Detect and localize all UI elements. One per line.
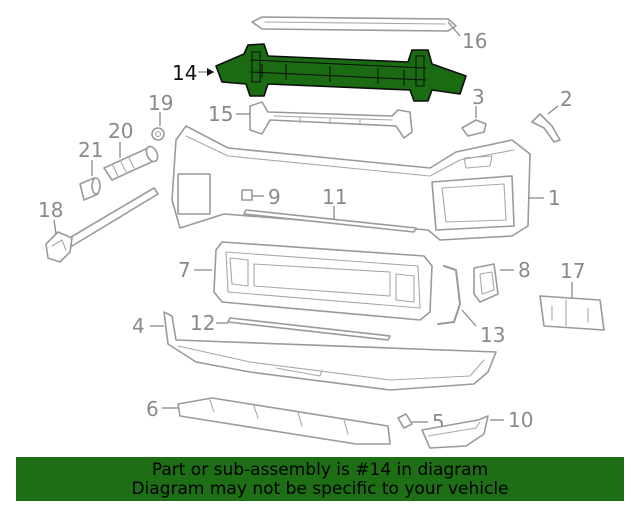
callout-7: 7 bbox=[178, 258, 191, 282]
part-4-lower-bumper bbox=[163, 311, 497, 391]
banner-line-1: Part or sub-assembly is #14 in diagram bbox=[151, 460, 489, 480]
callout-9: 9 bbox=[268, 185, 281, 209]
callout-11: 11 bbox=[322, 185, 347, 209]
callout-12: 12 bbox=[190, 311, 215, 335]
callout-20: 20 bbox=[108, 119, 133, 143]
banner-line-2: Diagram may not be specific to your vehi… bbox=[131, 479, 509, 499]
callout-14: 14 bbox=[172, 61, 197, 85]
callout-17: 17 bbox=[560, 259, 585, 283]
callout-13: 13 bbox=[480, 323, 505, 347]
part-16-cover bbox=[251, 16, 457, 32]
part-21-bushing bbox=[79, 177, 101, 201]
part-12-trim-strip bbox=[227, 317, 391, 341]
part-11-trim-strip bbox=[243, 209, 417, 233]
callout-1: 1 bbox=[548, 186, 561, 210]
part-7-grille bbox=[213, 241, 433, 321]
info-banner: Part or sub-assembly is #14 in diagram D… bbox=[16, 457, 624, 501]
part-6-skid-plate bbox=[177, 397, 391, 445]
callout-15: 15 bbox=[208, 102, 233, 126]
callout-2: 2 bbox=[560, 87, 573, 111]
callout-8: 8 bbox=[518, 258, 531, 282]
callout-4: 4 bbox=[132, 314, 145, 338]
part-17-plate-bracket bbox=[539, 295, 605, 331]
part-20-sleeve bbox=[103, 145, 159, 181]
callout-16: 16 bbox=[462, 29, 487, 53]
part-15-bracket bbox=[249, 101, 413, 139]
callout-19: 19 bbox=[148, 91, 173, 115]
part-10-corner-trim bbox=[421, 415, 489, 449]
part-3-cap bbox=[461, 119, 487, 137]
part-18-tow-hook bbox=[45, 187, 159, 263]
part-9-clip bbox=[241, 189, 253, 201]
part-8-bezel bbox=[473, 263, 499, 303]
callout-3: 3 bbox=[472, 85, 485, 109]
part-14-reinforcement-highlighted bbox=[215, 43, 467, 102]
part-13-hose bbox=[437, 265, 461, 325]
part-19-nut bbox=[151, 127, 165, 141]
callout-6: 6 bbox=[146, 397, 159, 421]
part-2-clip bbox=[531, 113, 561, 143]
callout-10: 10 bbox=[508, 408, 533, 432]
parts-diagram: 16 14 15 3 2 1 19 bbox=[38, 16, 605, 449]
callout-18: 18 bbox=[38, 198, 63, 222]
part-5-clip bbox=[397, 413, 413, 429]
callout-21: 21 bbox=[78, 138, 103, 162]
